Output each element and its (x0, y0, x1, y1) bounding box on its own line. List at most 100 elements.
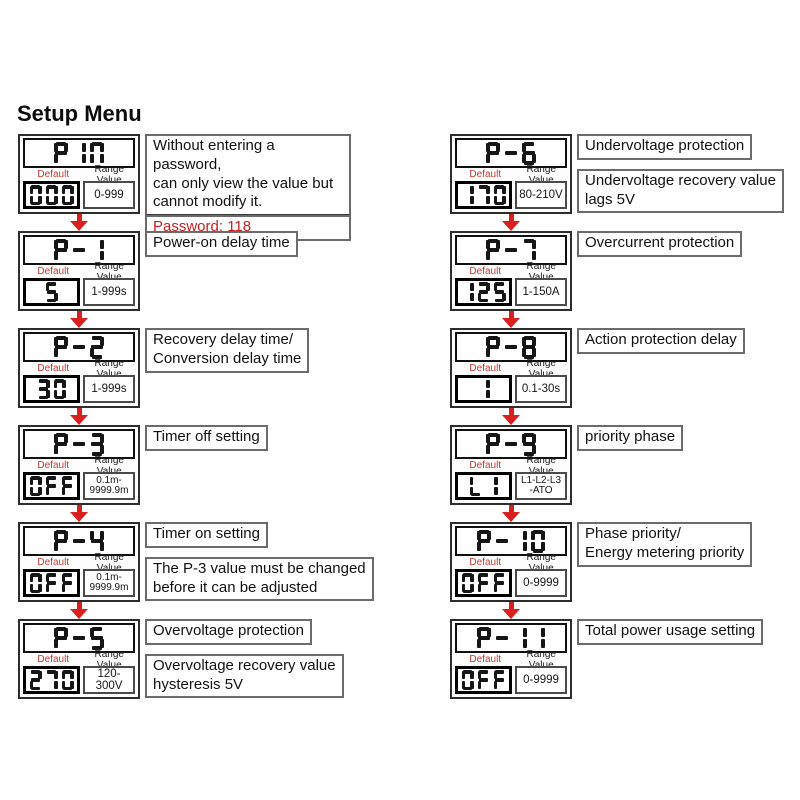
lcd-param-text (477, 529, 545, 553)
range-value-display: 120-300V (83, 666, 135, 694)
range-value-display: 0.1m- 9999.9m (83, 472, 135, 500)
param-name-display (23, 429, 135, 459)
down-arrow-icon (450, 505, 572, 522)
lcd-default-text (461, 573, 506, 593)
page-title: Setup Menu (17, 101, 142, 126)
value-row: L1-L2-L3 -ATO (455, 472, 567, 500)
note-box: Overvoltage recovery value hysteresis 5V (145, 653, 344, 699)
lcd-panel: Default Range Value 0-9999 (450, 522, 572, 602)
range-label: Range Value (526, 454, 556, 477)
param-name-display (23, 526, 135, 556)
description-stack: Timer off setting (145, 425, 268, 451)
range-value-display: 0.1-30s (515, 375, 567, 403)
default-value-display (455, 569, 512, 597)
range-label: Range Value (94, 260, 124, 283)
description-stack: Total power usage setting (577, 619, 764, 645)
left-column: Default Range Value 0-999 Without enteri… (18, 134, 374, 699)
param-name-display (455, 526, 567, 556)
param-name-display (23, 332, 135, 362)
range-label: Range Value (94, 454, 124, 477)
down-arrow-icon (450, 311, 572, 328)
description-box: Phase priority/ Energy metering priority (577, 522, 753, 567)
default-value-display (23, 375, 80, 403)
description-stack: priority phase (577, 425, 684, 451)
value-labels: Default Range Value (23, 649, 135, 671)
value-labels: Default Range Value (23, 552, 135, 574)
param-name-display (455, 332, 567, 362)
range-label: Range Value (526, 260, 556, 283)
value-row: 0-999 (23, 181, 135, 209)
description-stack: Overvoltage protection Overvoltage recov… (145, 619, 344, 699)
description-box: Overcurrent protection (577, 231, 743, 257)
value-row: 0.1m- 9999.9m (23, 569, 135, 597)
lcd-panel: Default Range Value 0.1m- 9999.9m (18, 522, 140, 602)
param-name-display (455, 429, 567, 459)
down-arrow-icon (18, 214, 140, 231)
value-row: 80-210V (455, 181, 567, 209)
range-label: Range Value (94, 551, 124, 574)
description-stack: Undervoltage protection Undervoltage rec… (577, 134, 784, 214)
lcd-default-text (462, 185, 506, 205)
lcd-default-text (461, 670, 506, 690)
default-value-display (23, 278, 80, 306)
param-name-display (455, 235, 567, 265)
description-stack: Action protection delay (577, 328, 745, 354)
default-label: Default (37, 169, 70, 180)
lcd-panel: Default Range Value 0-999 (18, 134, 140, 214)
param-name-display (23, 623, 135, 653)
default-label: Default (37, 266, 70, 277)
setting-group-p9: Default Range Value L1-L2-L3 -ATO priori… (450, 425, 784, 505)
description-box: Total power usage setting (577, 619, 764, 645)
value-row: 120-300V (23, 666, 135, 694)
lcd-param-text (486, 238, 536, 262)
default-value-display (455, 181, 512, 209)
default-label: Default (469, 654, 502, 665)
param-name-display (23, 235, 135, 265)
lcd-param-text (54, 238, 104, 262)
description-stack: Without entering a password, can only vi… (145, 134, 351, 241)
lcd-default-text (469, 476, 498, 496)
value-labels: Default Range Value (455, 649, 567, 671)
lcd-param-text (477, 626, 545, 650)
setting-group-p1: Default Range Value 1-999s Power-on dela… (18, 231, 374, 311)
range-value-display: 80-210V (515, 181, 567, 209)
range-value-display: 0-9999 (515, 569, 567, 597)
range-label: Range Value (94, 163, 124, 186)
description-box: Overvoltage protection (145, 619, 312, 645)
lcd-default-text (462, 282, 506, 302)
lcd-default-text (45, 282, 58, 302)
value-row: 1-999s (23, 375, 135, 403)
value-labels: Default Range Value (23, 261, 135, 283)
value-row: 1-150A (455, 278, 567, 306)
setting-group-p5: Default Range Value 120-300V Overvoltage… (18, 619, 374, 699)
default-value-display (455, 375, 512, 403)
value-labels: Default Range Value (23, 358, 135, 380)
setting-group-p8: Default Range Value 0.1-30s Action prote… (450, 328, 784, 408)
range-label: Range Value (94, 648, 124, 671)
description-box: priority phase (577, 425, 684, 451)
description-stack: Overcurrent protection (577, 231, 743, 257)
default-value-display (23, 472, 80, 500)
setting-group-p11: Default Range Value 0-9999 Total power u… (450, 619, 784, 699)
setting-group-pin: Default Range Value 0-999 Without enteri… (18, 134, 374, 241)
lcd-param-text (54, 335, 104, 359)
value-row: 0.1m- 9999.9m (23, 472, 135, 500)
value-labels: Default Range Value (455, 455, 567, 477)
description-box: Power-on delay time (145, 231, 298, 257)
lcd-param-text (486, 432, 536, 456)
default-label: Default (469, 363, 502, 374)
down-arrow-icon (18, 602, 140, 619)
range-label: Range Value (526, 163, 556, 186)
lcd-panel: Default Range Value 80-210V (450, 134, 572, 214)
lcd-param-text (486, 335, 536, 359)
lcd-default-text (29, 185, 74, 205)
value-labels: Default Range Value (23, 164, 135, 186)
default-value-display (23, 181, 80, 209)
description-stack: Timer on setting The P-3 value must be c… (145, 522, 374, 602)
description-box: Timer on setting (145, 522, 268, 548)
default-label: Default (37, 557, 70, 568)
description-box: Without entering a password, can only vi… (145, 134, 351, 217)
lcd-panel: Default Range Value 1-150A (450, 231, 572, 311)
setting-group-p4: Default Range Value 0.1m- 9999.9m Timer … (18, 522, 374, 602)
